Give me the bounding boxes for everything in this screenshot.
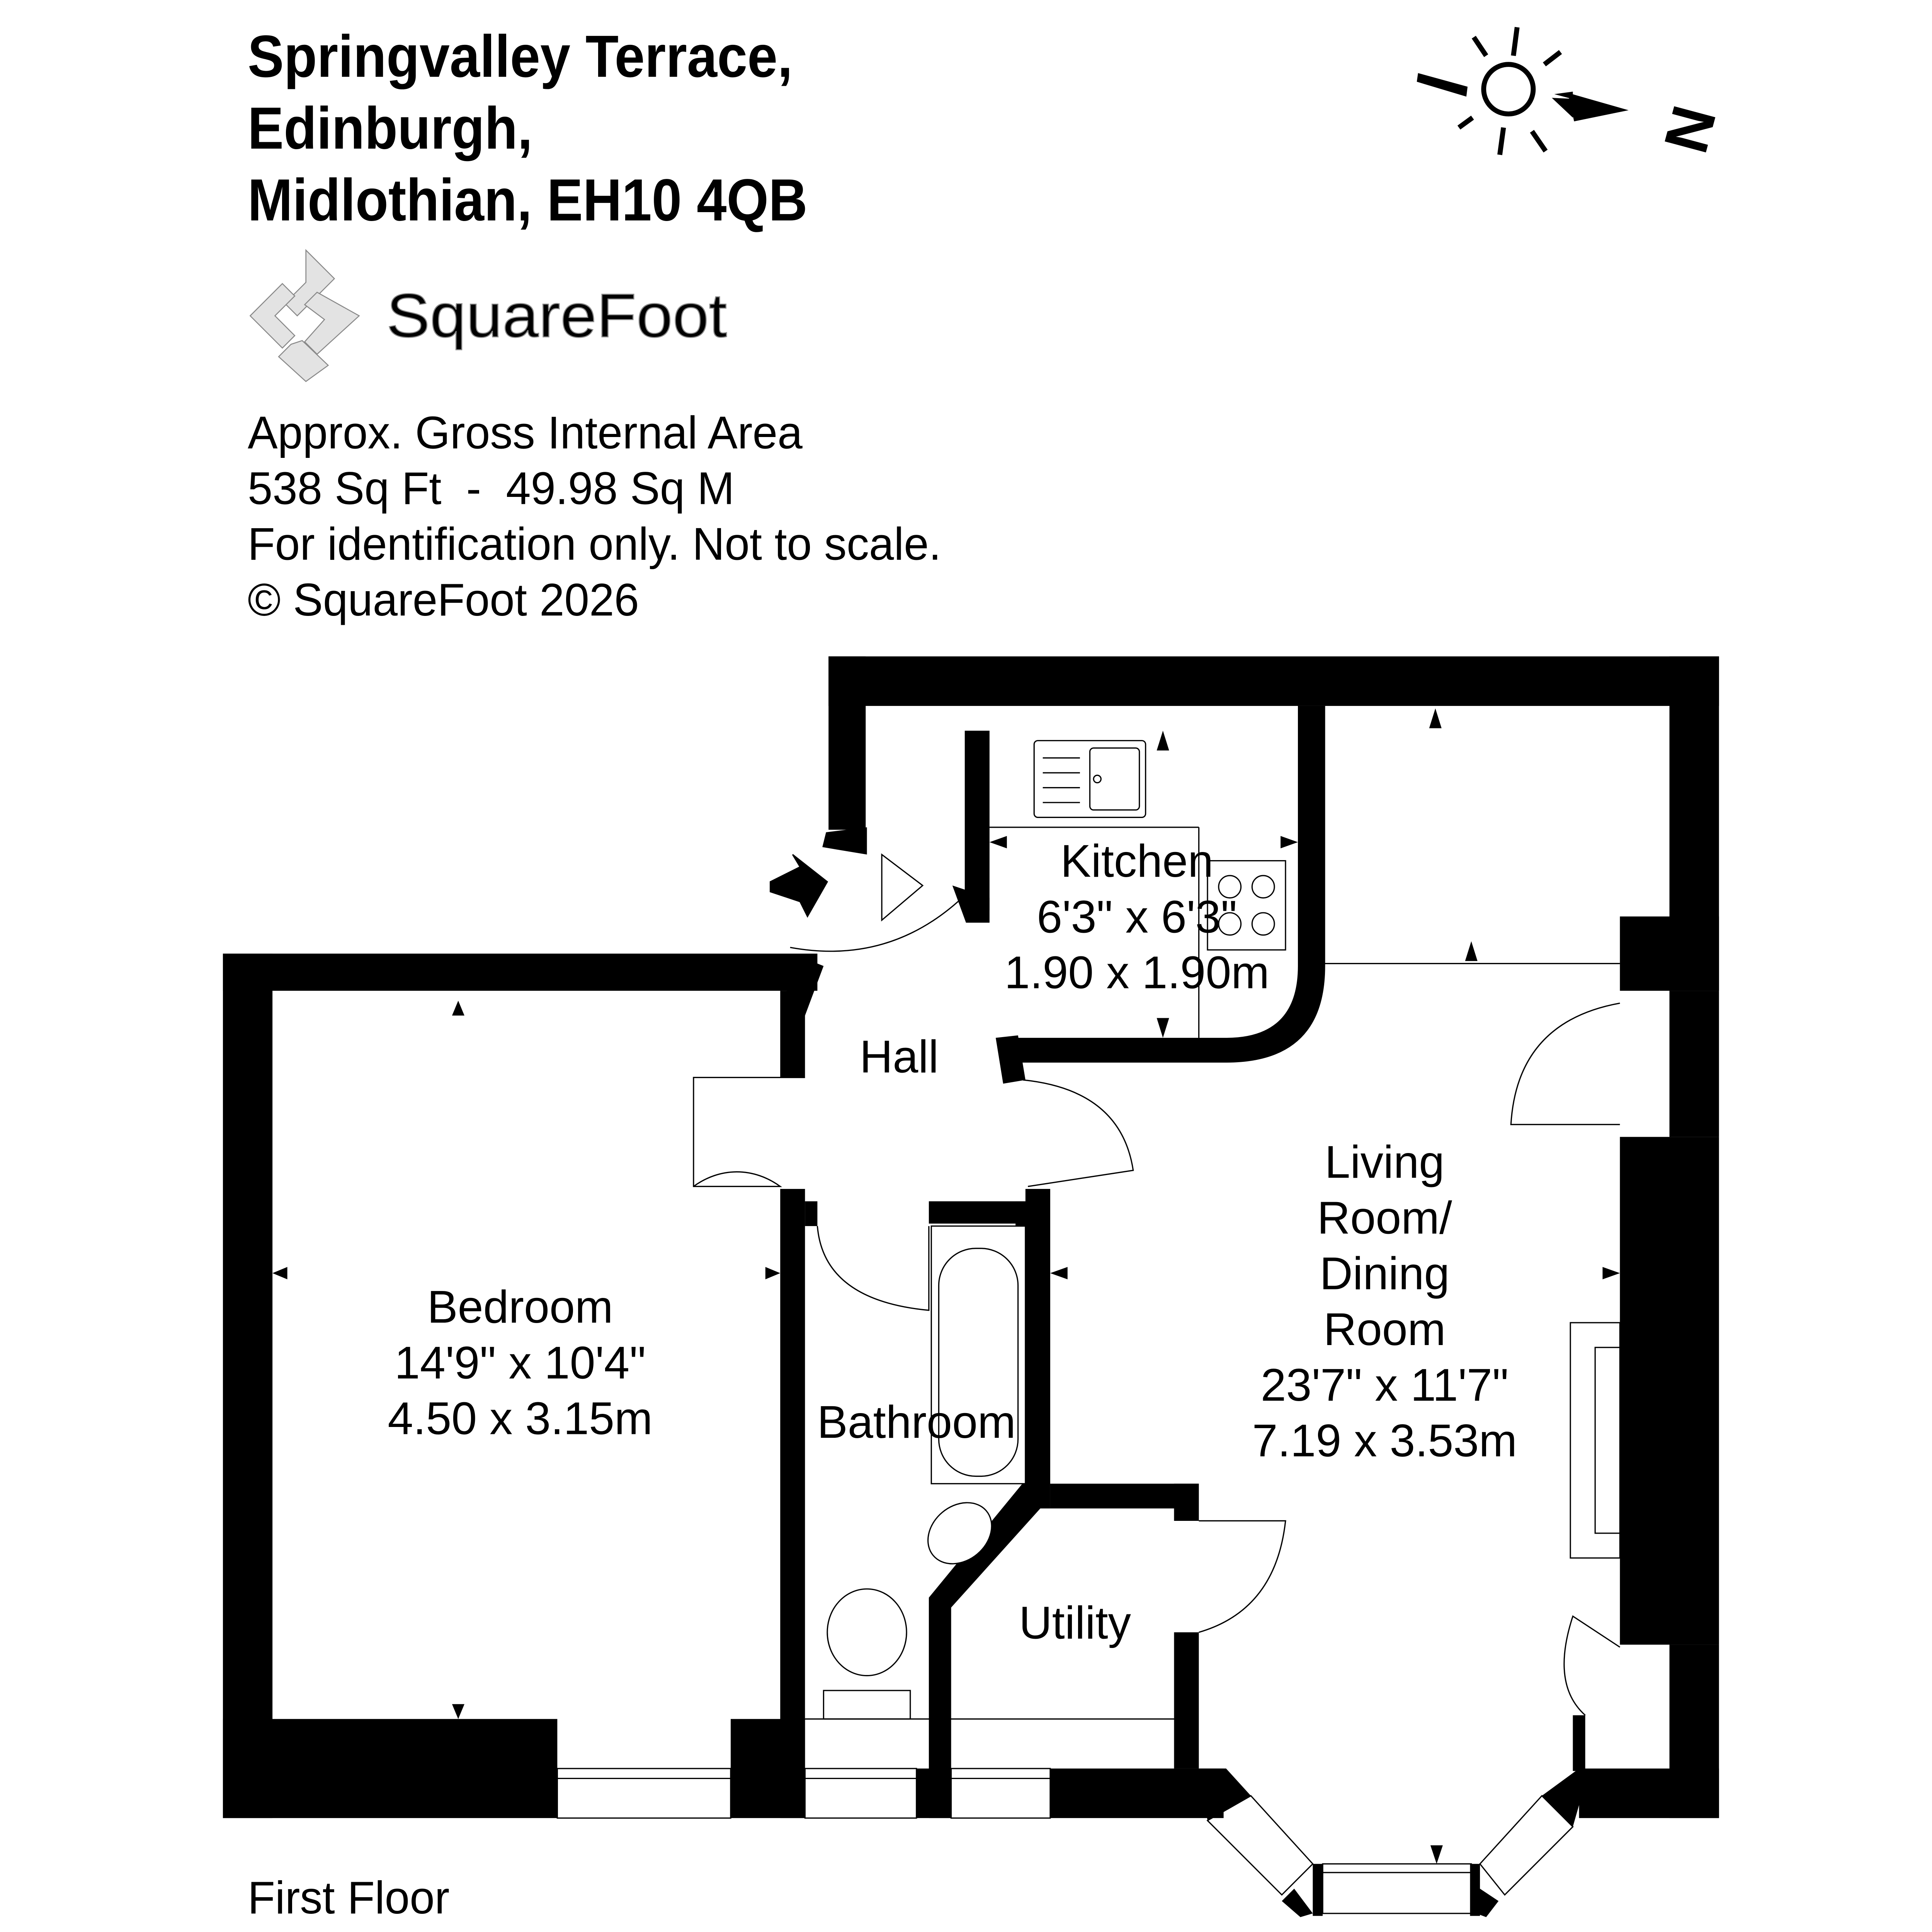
room-dimensions-metric: 7.19 x 3.53m [1252,1415,1517,1466]
sun-north-arrow-icon: N [1417,27,1730,160]
room-kitchen: Kitchen 6'3" x 6'3" 1.90 x 1.90m [1005,836,1270,998]
room-name-line: Living [1325,1137,1444,1188]
room-name: Kitchen [1061,836,1214,887]
address-line-1: Springvalley Terrace, [248,23,793,90]
room-utility: Utility [1019,1597,1131,1648]
north-letter: N [1651,99,1730,160]
disclaimer: For identification only. Not to scale. [248,519,941,570]
room-dimensions-imperial: 23'7" x 11'7" [1261,1360,1509,1411]
floor-plan: Kitchen 6'3" x 6'3" 1.90 x 1.90m Hall Be… [223,656,1719,1917]
walls [223,656,1719,1917]
room-name-line: Room [1323,1304,1446,1355]
north-arrow-icon [1568,93,1629,122]
room-name: Bathroom [817,1397,1016,1448]
dimension-markers [272,708,1620,1864]
room-dimensions-metric: 1.90 x 1.90m [1005,947,1270,998]
floor-label: First Floor [248,1872,449,1923]
windows [556,1768,1574,1914]
room-name-line: Dining [1320,1248,1449,1299]
address-line-2: Edinburgh, [248,95,532,162]
room-dimensions-metric: 4.50 x 3.15m [388,1393,653,1444]
logo-wordmark: SquareFoot [386,281,727,350]
squarefoot-logo-icon [249,249,360,382]
squarefoot-logo: SquareFoot [249,249,728,382]
toilet-icon [827,1588,907,1677]
room-name-line: Room/ [1317,1192,1452,1243]
basin-icon [927,1502,992,1565]
doors [693,853,1621,1716]
room-dimensions-imperial: 6'3" x 6'3" [1037,891,1237,942]
area-label: Approx. Gross Internal Area [248,407,803,458]
area-value: 538 Sq Ft - 49.98 Sq M [248,463,735,514]
room-name: Hall [860,1032,939,1083]
fixtures [805,740,1621,1720]
room-hall: Hall [860,1032,939,1083]
hob-icon [1207,860,1286,951]
room-living-dining: Living Room/ Dining Room 23'7" x 11'7" 7… [1252,1137,1517,1466]
entrance-arrow-icon [769,854,828,918]
copyright: © SquareFoot 2026 [248,575,639,626]
room-name: Bedroom [427,1282,613,1333]
address-heading: Springvalley Terrace, Edinburgh, Midloth… [248,23,808,233]
room-bathroom: Bathroom [817,1397,1016,1448]
room-bedroom: Bedroom 14'9" x 10'4" 4.50 x 3.15m [388,1282,653,1444]
room-dimensions-imperial: 14'9" x 10'4" [395,1337,646,1388]
address-line-3: Midlothian, EH10 4QB [248,167,808,233]
area-info: Approx. Gross Internal Area 538 Sq Ft - … [248,407,941,626]
room-name: Utility [1019,1597,1131,1648]
